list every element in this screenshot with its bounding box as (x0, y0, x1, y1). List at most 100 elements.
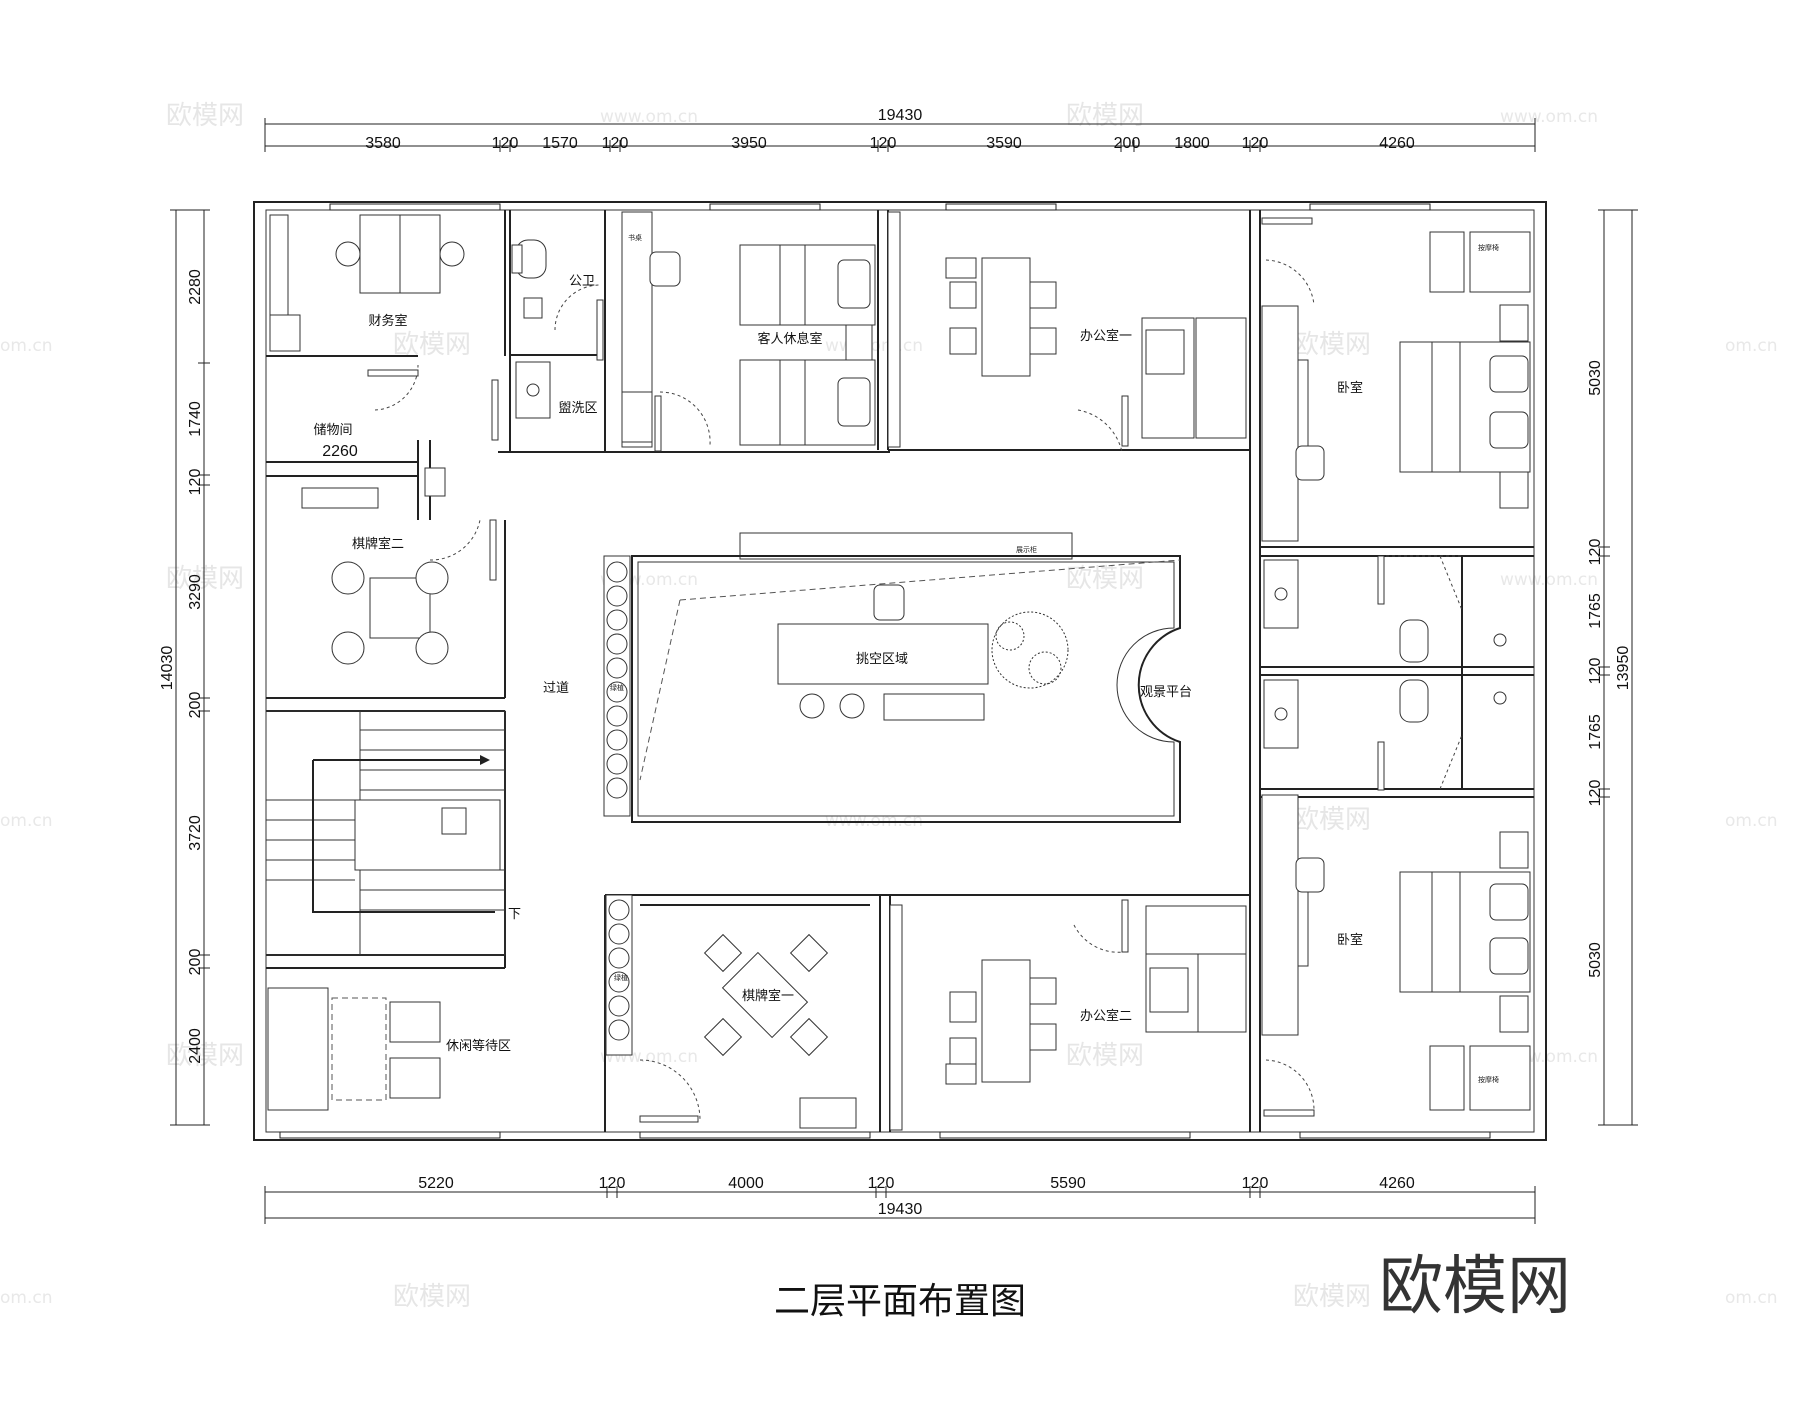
office1-furniture: 办公室一 (887, 211, 1247, 453)
watermark-edge: om.cn (1725, 336, 1778, 356)
door (367, 369, 419, 377)
planter (605, 894, 633, 1056)
nightstand (1499, 831, 1529, 869)
chair (331, 561, 365, 595)
sofa (777, 623, 989, 685)
planter-label: 绿植 (614, 973, 628, 982)
chair (945, 257, 977, 279)
stool (799, 693, 825, 719)
chair (949, 281, 977, 309)
bookshelf (889, 904, 903, 1131)
dim-right-3: 120 (1587, 658, 1604, 685)
watermark-url: www.om.cn (825, 336, 923, 356)
toilet (1399, 619, 1429, 663)
room-label-bedroom-top: 卧室 (1337, 380, 1363, 396)
dim-left-total: 14030 (159, 646, 176, 691)
wash-basin (1263, 559, 1299, 629)
massage-chair (1429, 1045, 1465, 1111)
tree-icon (991, 611, 1069, 689)
dim-top-8: 1800 (1174, 135, 1210, 152)
door (1377, 555, 1385, 605)
dim-top-5: 120 (870, 135, 897, 152)
chair (1029, 977, 1057, 1005)
room-label-corridor: 过道 (543, 681, 569, 696)
room-label-chess1: 棋牌室一 (742, 988, 794, 1004)
chair (415, 561, 449, 595)
door (639, 1115, 699, 1123)
wardrobe (1261, 794, 1299, 1036)
bathrooms-right (1263, 555, 1507, 791)
room-label-void: 挑空区域 (856, 652, 908, 667)
watermark-edge: om.cn (1725, 1288, 1778, 1308)
drawing-title: 二层平面布置图 (774, 1281, 1026, 1322)
coffee-table (883, 693, 985, 721)
meeting-table (981, 959, 1031, 1083)
finance-furniture: 财务室 (269, 214, 465, 352)
watermark: 欧模网 (1293, 330, 1371, 360)
dim-right-4: 1765 (1587, 714, 1604, 750)
dim-left-4: 200 (187, 692, 204, 719)
dim-bottom-3: 120 (868, 1175, 895, 1192)
chair (949, 991, 977, 1023)
bedroom-bottom-furniture: 按摩椅 卧室 (1261, 794, 1531, 1117)
watermark: 欧模网 (1066, 564, 1144, 594)
wash-basin (515, 361, 551, 419)
watermark: 欧模网 (166, 564, 244, 594)
dim-top-3: 120 (602, 135, 629, 152)
top-dimensions: 19430 3580 120 1570 120 3950 120 3590 20… (264, 107, 1536, 152)
dim-bottom-4: 5590 (1050, 1175, 1086, 1192)
watermark-edge: om.cn (1725, 811, 1778, 831)
brand-logo: 欧模网 (1379, 1250, 1571, 1324)
dim-right-0: 5030 (1587, 360, 1604, 396)
door (1263, 1109, 1315, 1117)
door (489, 519, 497, 581)
window (1299, 1131, 1491, 1139)
door (491, 379, 499, 441)
chair (1029, 281, 1057, 309)
watermark-url: www.om.cn (1500, 570, 1598, 590)
chair (1029, 1023, 1057, 1051)
nightstand (845, 324, 873, 361)
room-label-wash: 盥洗区 (558, 401, 597, 416)
dim-right-6: 5030 (1587, 942, 1604, 978)
chair (1029, 327, 1057, 355)
window (939, 1131, 1191, 1139)
storage-area: 储物间 2260 (313, 364, 446, 497)
dim-storage-width: 2260 (322, 443, 358, 460)
dim-left-3: 3290 (187, 574, 204, 610)
floor-drain (523, 297, 543, 319)
armchair (389, 1001, 441, 1043)
window (329, 203, 501, 211)
door (654, 395, 662, 452)
planter-circles (608, 899, 630, 1041)
chair (331, 631, 365, 665)
chair (439, 241, 465, 267)
bottom-dimensions: 5220 120 4000 120 5590 120 4260 19430 (264, 1175, 1536, 1224)
monitor (1145, 329, 1185, 375)
cabinet (1195, 317, 1247, 439)
display-label: 展示柜 (1016, 545, 1037, 554)
dim-top-2: 1570 (542, 135, 578, 152)
dim-top-0: 3580 (365, 135, 401, 152)
arrow-right-icon (480, 755, 490, 765)
shower-drain (1493, 633, 1507, 647)
desk (1297, 359, 1309, 461)
dim-left-7: 2400 (187, 1028, 204, 1064)
sofa (267, 987, 329, 1111)
door (1261, 217, 1313, 225)
dim-left-1: 1740 (187, 401, 204, 437)
chess2-furniture: 棋牌室二 (301, 487, 497, 665)
void-area: 展示柜 挑空区域 观景平台 绿植 (603, 532, 1192, 823)
desk-label: 书桌 (628, 233, 642, 242)
dim-top-9: 120 (1242, 135, 1269, 152)
dim-right-5: 120 (1587, 780, 1604, 807)
bedroom-top-furniture: 按摩椅 卧室 (1261, 217, 1531, 542)
window (709, 203, 821, 211)
nightstand (1499, 304, 1529, 342)
watermark-url: www.om.cn (600, 107, 698, 127)
chair (703, 933, 743, 973)
massage-label: 按摩椅 (1478, 1075, 1499, 1084)
nightstand (1499, 995, 1529, 1033)
